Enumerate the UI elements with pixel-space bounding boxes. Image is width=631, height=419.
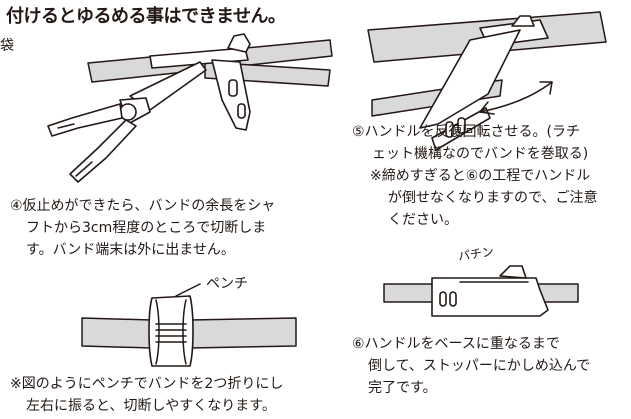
pliers-label: ペンチ [206,276,248,292]
side-label: 袋 [0,38,14,54]
step4-line: す。バンド端末は外に出ません。 [26,242,235,258]
step6-line: ⑥ハンドルをベースに重なるまで [352,336,560,352]
handle-rotation-illustration [367,11,607,151]
note-line: 左右に振ると、切断しやすくなります。 [26,398,276,414]
step5-line: ェット機構なのでバンドを巻取る) [372,146,589,162]
note-line: ※図のようにペンチでバンドを2つ折りにし [10,376,284,392]
pliers-cutting-illustration [47,33,333,183]
step4-line: ④仮止めができたら、バンドの余長をシャ [10,198,276,214]
closed-tensioner-illustration [383,265,579,317]
page-heading: 付けるとゆるめる事はできません。 [6,6,286,27]
step6-line: 完了です。 [368,380,437,396]
step5-line: が倒せなくなりますので、ご注意 [388,190,598,206]
folded-band-illustration [81,283,297,367]
step5-line: ください。 [388,212,458,228]
step5-line: ※締めすぎると⑥の工程でハンドル [370,168,591,184]
step5-line: ⑤ハンドルを反復回転させる。(ラチ [352,124,581,140]
step6-line: 倒して、ストッパーにかしめ込んで [368,358,591,374]
step4-line: フトから3cm程度のところで切断しま [26,220,267,236]
